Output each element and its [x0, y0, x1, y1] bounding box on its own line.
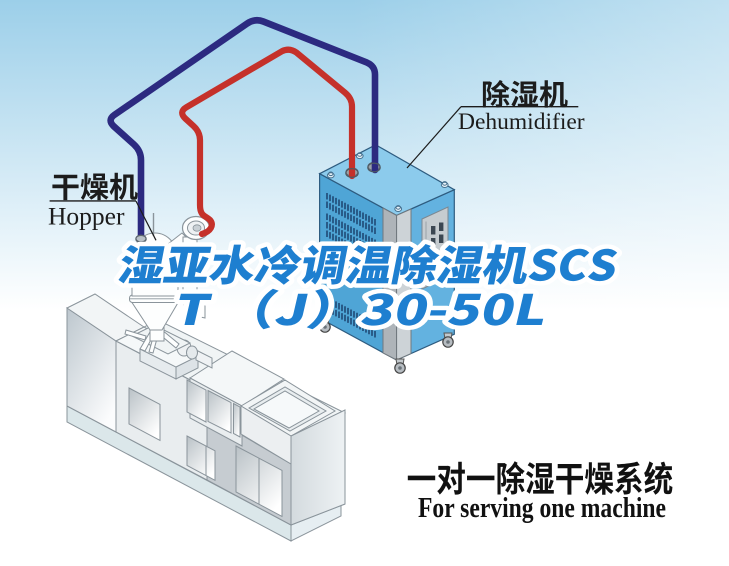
- svg-text:For serving one machine: For serving one machine: [418, 493, 666, 524]
- svg-text:Hopper: Hopper: [48, 202, 125, 231]
- svg-text:Dehumidifier: Dehumidifier: [458, 109, 585, 135]
